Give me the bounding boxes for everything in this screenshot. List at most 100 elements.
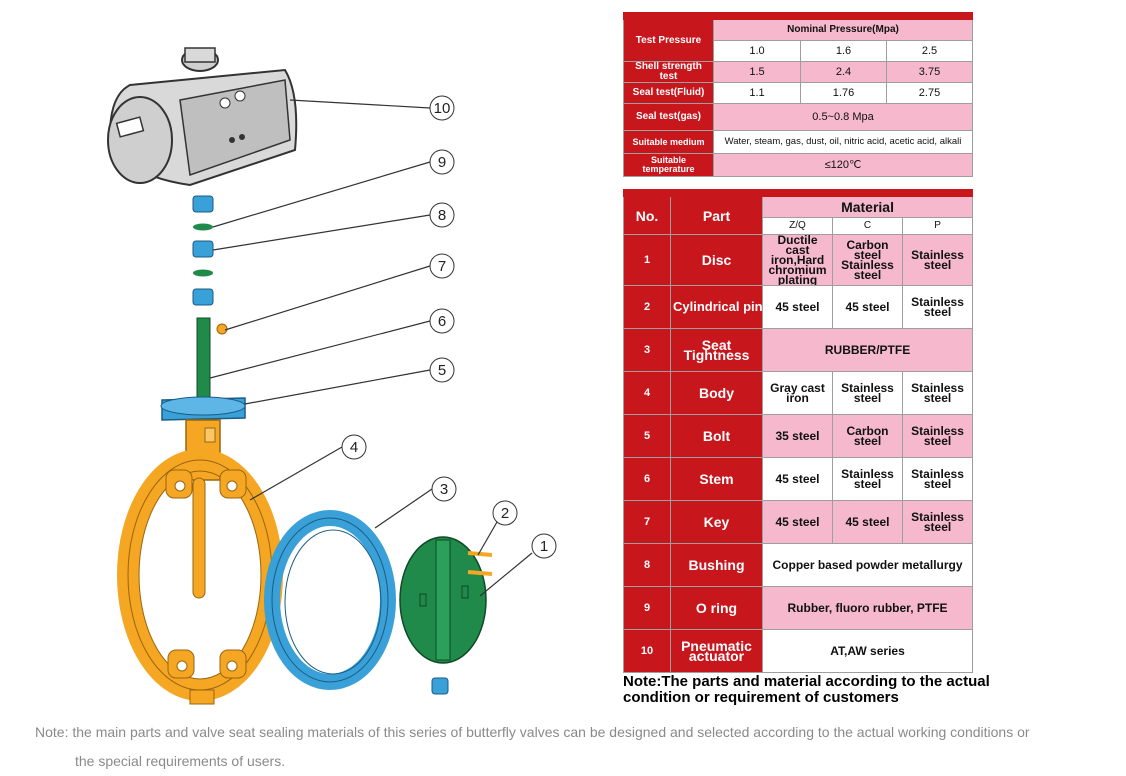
row-4-zq: Gray cast iron [762,371,833,415]
table-note: Note:The parts and material according to… [623,673,990,706]
svg-text:5: 5 [438,362,446,379]
material-sub-c: C [832,217,903,235]
row-10-no: 10 [623,629,671,673]
row-8-material: Copper based powder metallurgy [761,543,974,587]
row-7-p: Stainless steel [901,500,974,544]
nominal-value-2: 1.6 [800,40,887,62]
svg-text:8: 8 [438,207,446,224]
row-7-no: 7 [623,500,671,544]
no-header: No. [623,196,671,235]
row-5-zq: 35 steel [762,414,833,458]
callout-4: 4 [341,434,367,460]
callout-7: 7 [429,253,455,279]
row-1-zq: Ductile cast iron,Hard chromium plating [762,234,833,286]
row-2-p: Stainless steel [901,285,974,329]
shell-strength-value-2: 2.4 [800,61,887,83]
row-6-c: Stainless steel [832,457,903,501]
exploded-valve-diagram: 10 9 8 7 6 5 4 3 2 1 [107,47,557,705]
row-10-part: Pneumatic actuator [670,629,763,673]
svg-text:3: 3 [440,481,448,498]
row-2-no: 2 [623,285,671,329]
row-7-c: 45 steel [832,500,903,544]
row-1-no: 1 [623,234,671,286]
row-5-p: Stainless steel [901,414,974,458]
row-1-p: Stainless steel [901,234,974,286]
seal-fluid-value-3: 2.75 [886,82,973,104]
bottom-bushing-illustration [431,677,449,695]
callout-5: 5 [429,357,455,383]
callout-leaders [209,99,533,597]
row-5-c: Carbon steel [832,414,903,458]
row-8-no: 8 [623,543,671,587]
disc-illustration [399,536,493,664]
suitable-temperature-value: ≤120℃ [713,153,973,177]
row-4-p: Stainless steel [901,371,974,415]
row-5-no: 5 [623,414,671,458]
row-3-part: Seat Tightness [670,328,763,372]
material-header: Material [761,196,974,218]
callout-1: 1 [531,533,557,559]
row-5-part: Bolt [670,414,763,458]
svg-text:7: 7 [438,258,446,275]
seal-gas-value: 0.5~0.8 Mpa [713,103,973,131]
callout-9: 9 [429,149,455,175]
suitable-medium-label: Suitable medium [623,130,714,154]
row-1-c: Carbon steel Stainless steel [832,234,903,286]
row-6-part: Stem [670,457,763,501]
row-8-part: Bushing [670,543,763,587]
row-6-no: 6 [623,457,671,501]
row-4-c: Stainless steel [832,371,903,415]
nominal-pressure-label: Nominal Pressure(Mpa) [713,19,973,41]
callout-10: 10 [429,95,455,121]
shell-strength-value-1: 1.5 [713,61,801,83]
callout-2: 2 [492,500,518,526]
stem-assembly-illustration [192,195,228,417]
callout-8: 8 [429,202,455,228]
svg-text:1: 1 [540,538,548,555]
seat-ring-illustration [264,510,396,690]
part-header: Part [670,196,763,235]
row-9-part: O ring [670,586,763,630]
pneumatic-actuator-illustration [107,47,298,187]
row-4-no: 4 [623,371,671,415]
row-1-part: Disc [670,234,763,286]
seal-fluid-value-1: 1.1 [713,82,801,104]
bottom-note-line-1: Note: the main parts and valve seat seal… [35,724,1030,740]
suitable-temperature-label: Suitable temperature [623,153,714,177]
seal-fluid-value-2: 1.76 [800,82,887,104]
svg-text:9: 9 [438,154,446,171]
row-3-material: RUBBER/PTFE [761,328,974,372]
row-7-part: Key [670,500,763,544]
row-2-zq: 45 steel [762,285,833,329]
row-6-zq: 45 steel [762,457,833,501]
seal-gas-label: Seal test(gas) [623,103,714,131]
shell-strength-value-3: 3.75 [886,61,973,83]
seal-fluid-label: Seal test(Fluid) [623,82,714,104]
callout-3: 3 [431,476,457,502]
row-3-no: 3 [623,328,671,372]
nominal-value-3: 2.5 [886,40,973,62]
row-9-material: Rubber, fluoro rubber, PTFE [761,586,974,630]
svg-text:2: 2 [501,505,509,522]
row-9-no: 9 [623,586,671,630]
svg-text:6: 6 [438,313,446,330]
row-10-material: AT,AW series [761,629,974,673]
valve-body-illustration [117,396,283,705]
svg-text:10: 10 [434,100,451,117]
callout-6: 6 [429,308,455,334]
row-6-p: Stainless steel [901,457,974,501]
bottom-note: Note: the main parts and valve seat seal… [35,718,1095,776]
row-4-part: Body [670,371,763,415]
row-7-zq: 45 steel [762,500,833,544]
row-2-c: 45 steel [832,285,903,329]
suitable-medium-value: Water, steam, gas, dust, oil, nitric aci… [713,130,973,154]
test-pressure-label: Test Pressure [623,19,714,62]
test-pressure-table: Test Pressure Nominal Pressure(Mpa) 1.0 … [623,12,973,177]
bottom-note-line-2: the special requirements of users. [75,753,286,769]
nominal-value-1: 1.0 [713,40,801,62]
shell-strength-label: Shell strength test [623,61,714,83]
material-table: No. Part Material Z/Q C P 1 Disc Ductile… [622,189,974,673]
material-sub-zq: Z/Q [762,217,833,235]
material-sub-p: P [901,217,974,235]
row-2-part: Cylindrical pin [670,285,763,329]
